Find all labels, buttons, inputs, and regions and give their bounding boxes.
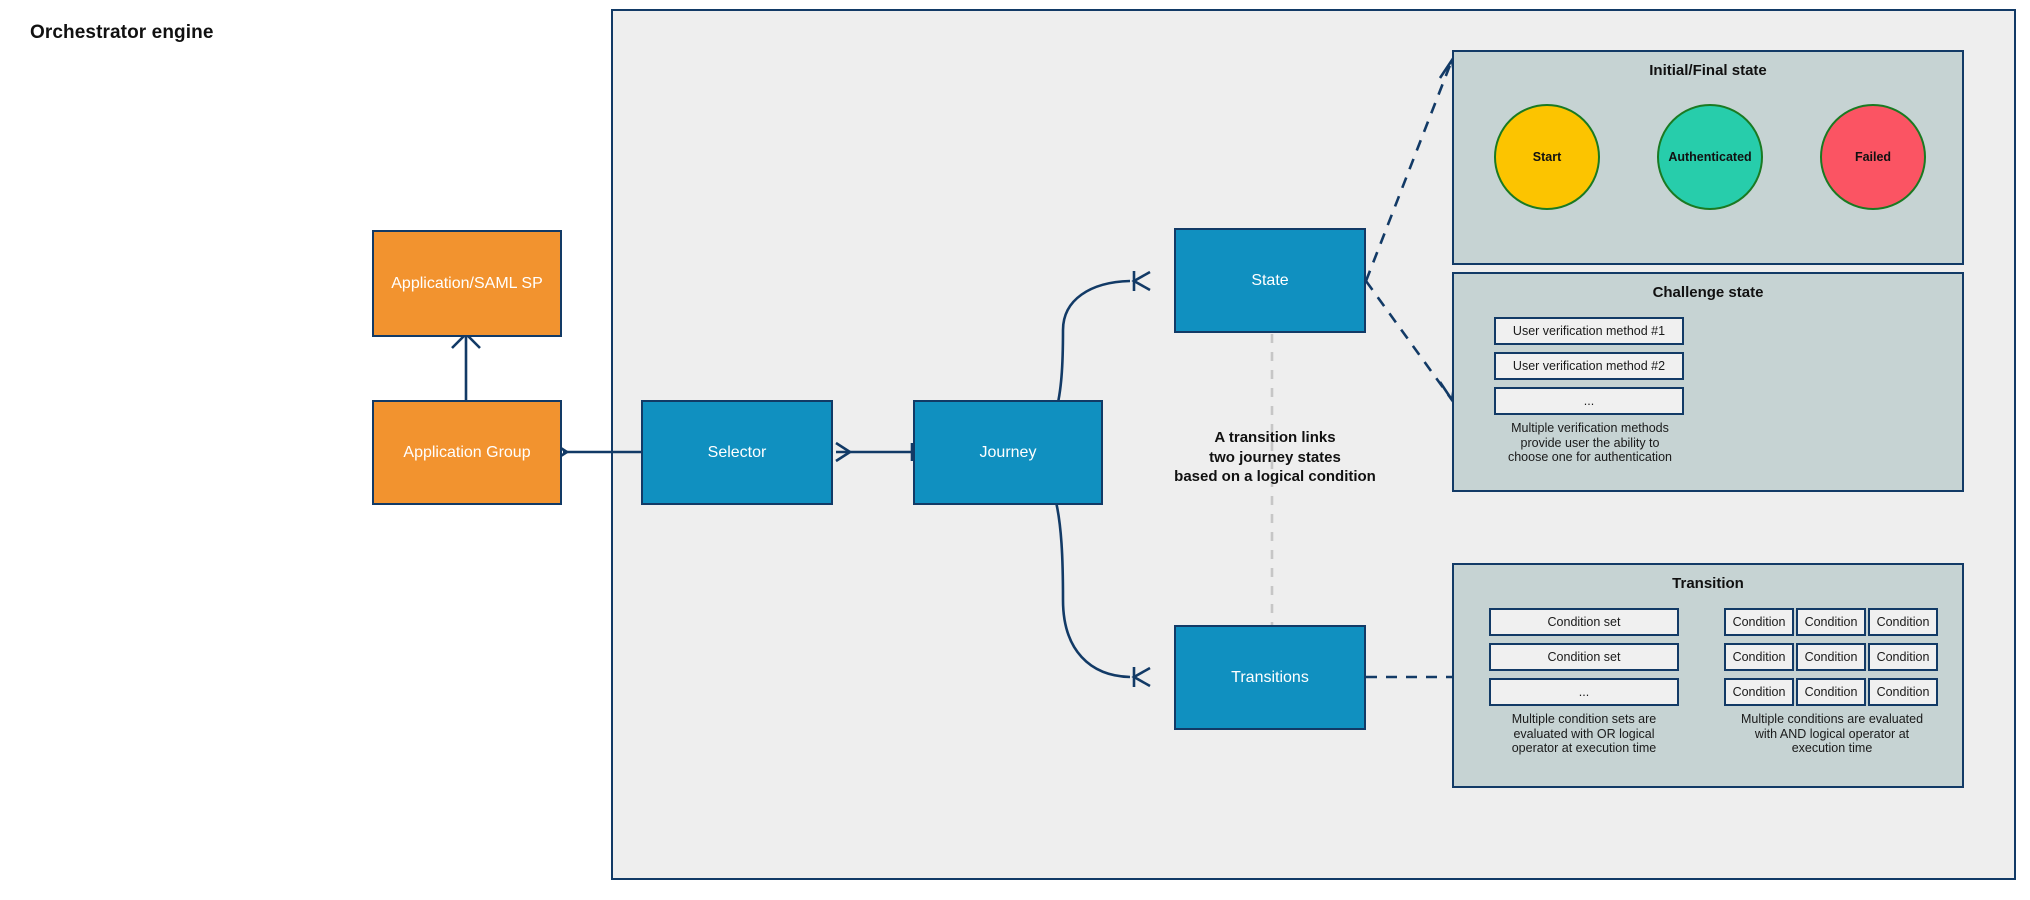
condition-cell[interactable]: Condition bbox=[1796, 643, 1866, 671]
condition-cell[interactable]: Condition bbox=[1724, 678, 1794, 706]
state-circle-authenticated-label: Authenticated bbox=[1668, 150, 1752, 164]
condition-cell-label: Condition bbox=[1804, 685, 1858, 699]
condition-set-item-label: Condition set bbox=[1547, 615, 1621, 629]
entity-state[interactable]: State bbox=[1174, 228, 1366, 333]
conditions-note: Multiple conditions are evaluated with A… bbox=[1712, 712, 1952, 756]
verification-method-item-label: User verification method #2 bbox=[1512, 359, 1666, 373]
condition-set-item-label: Condition set bbox=[1547, 650, 1621, 664]
state-circle-failed[interactable]: Failed bbox=[1820, 104, 1926, 210]
entity-state-label: State bbox=[1251, 271, 1289, 289]
entity-application-saml-sp-label: Application/SAML SP bbox=[391, 274, 543, 292]
state-circle-authenticated[interactable]: Authenticated bbox=[1657, 104, 1763, 210]
verification-method-item[interactable]: ... bbox=[1494, 387, 1684, 415]
condition-cell[interactable]: Condition bbox=[1868, 678, 1938, 706]
entity-selector[interactable]: Selector bbox=[641, 400, 833, 505]
condition-set-note-line2: evaluated with OR logical bbox=[1513, 726, 1655, 741]
arrow-selector-right bbox=[835, 441, 853, 463]
condition-cell[interactable]: Condition bbox=[1724, 608, 1794, 636]
condition-cell-label: Condition bbox=[1804, 650, 1858, 664]
condition-cell-label: Condition bbox=[1732, 650, 1786, 664]
crowfoot-transitions-left bbox=[1131, 666, 1151, 688]
entity-journey-label: Journey bbox=[979, 443, 1037, 461]
orchestrator-engine-title: Orchestrator engine bbox=[30, 22, 214, 43]
panel-challenge-state-title: Challenge state bbox=[1652, 284, 1764, 301]
entity-journey[interactable]: Journey bbox=[913, 400, 1103, 505]
challenge-state-note: Multiple verification methods provide us… bbox=[1476, 421, 1704, 465]
entity-transitions-label: Transitions bbox=[1231, 668, 1309, 686]
crowfoot-state-left bbox=[1131, 270, 1151, 292]
condition-cell-label: Condition bbox=[1732, 615, 1786, 629]
verification-method-item-label: ... bbox=[1583, 394, 1595, 408]
panel-transition-title: Transition bbox=[1672, 575, 1744, 592]
dashed-state-to-initialfinal bbox=[1364, 59, 1454, 282]
condition-set-note-line1: Multiple condition sets are bbox=[1511, 712, 1657, 726]
panel-transition: Transition Condition set Condition set .… bbox=[1452, 563, 1964, 788]
challenge-state-note-line3: choose one for authentication bbox=[1507, 450, 1672, 465]
dashed-state-to-challenge bbox=[1364, 280, 1454, 401]
condition-cell-label: Condition bbox=[1876, 650, 1930, 664]
transition-annotation-line1: A transition links bbox=[1214, 429, 1336, 446]
condition-cell[interactable]: Condition bbox=[1796, 608, 1866, 636]
verification-method-item[interactable]: User verification method #1 bbox=[1494, 317, 1684, 345]
entity-application-group[interactable]: Application Group bbox=[372, 400, 562, 505]
condition-set-item[interactable]: Condition set bbox=[1489, 643, 1679, 671]
transition-annotation-line2: two journey states bbox=[1209, 448, 1341, 466]
conditions-note-line2: with AND logical operator at bbox=[1754, 726, 1910, 741]
condition-set-item-label: ... bbox=[1578, 685, 1590, 699]
challenge-state-note-line1: Multiple verification methods bbox=[1511, 421, 1669, 435]
condition-cell[interactable]: Condition bbox=[1868, 608, 1938, 636]
entity-transitions[interactable]: Transitions bbox=[1174, 625, 1366, 730]
conditions-note-line3: execution time bbox=[1791, 741, 1873, 756]
condition-cell-label: Condition bbox=[1876, 685, 1930, 699]
condition-set-item[interactable]: ... bbox=[1489, 678, 1679, 706]
condition-cell-label: Condition bbox=[1804, 615, 1858, 629]
condition-set-item[interactable]: Condition set bbox=[1489, 608, 1679, 636]
transition-annotation-line3: based on a logical condition bbox=[1174, 468, 1376, 485]
entity-selector-label: Selector bbox=[707, 443, 767, 461]
condition-set-note-line3: operator at execution time bbox=[1511, 741, 1657, 756]
challenge-state-note-line2: provide user the ability to bbox=[1520, 435, 1660, 450]
transition-annotation: A transition links two journey states ba… bbox=[1140, 428, 1410, 487]
panel-challenge-state: Challenge state User verification method… bbox=[1452, 272, 1964, 492]
state-circle-failed-label: Failed bbox=[1854, 150, 1892, 164]
verification-method-item-label: User verification method #1 bbox=[1512, 324, 1666, 338]
state-circle-start-label: Start bbox=[1532, 150, 1562, 164]
condition-cell[interactable]: Condition bbox=[1796, 678, 1866, 706]
condition-set-note: Multiple condition sets are evaluated wi… bbox=[1474, 712, 1694, 756]
verification-method-item[interactable]: User verification method #2 bbox=[1494, 352, 1684, 380]
condition-cell-label: Condition bbox=[1876, 615, 1930, 629]
panel-initial-final-state-title: Initial/Final state bbox=[1649, 62, 1767, 79]
entity-application-group-label: Application Group bbox=[403, 443, 531, 461]
conditions-note-line1: Multiple conditions are evaluated bbox=[1740, 712, 1924, 726]
condition-cell[interactable]: Condition bbox=[1868, 643, 1938, 671]
entity-application-saml-sp[interactable]: Application/SAML SP bbox=[372, 230, 562, 337]
condition-cell-label: Condition bbox=[1732, 685, 1786, 699]
condition-cell[interactable]: Condition bbox=[1724, 643, 1794, 671]
panel-initial-final-state: Initial/Final state Start Authenticated … bbox=[1452, 50, 1964, 265]
state-circle-start[interactable]: Start bbox=[1494, 104, 1600, 210]
